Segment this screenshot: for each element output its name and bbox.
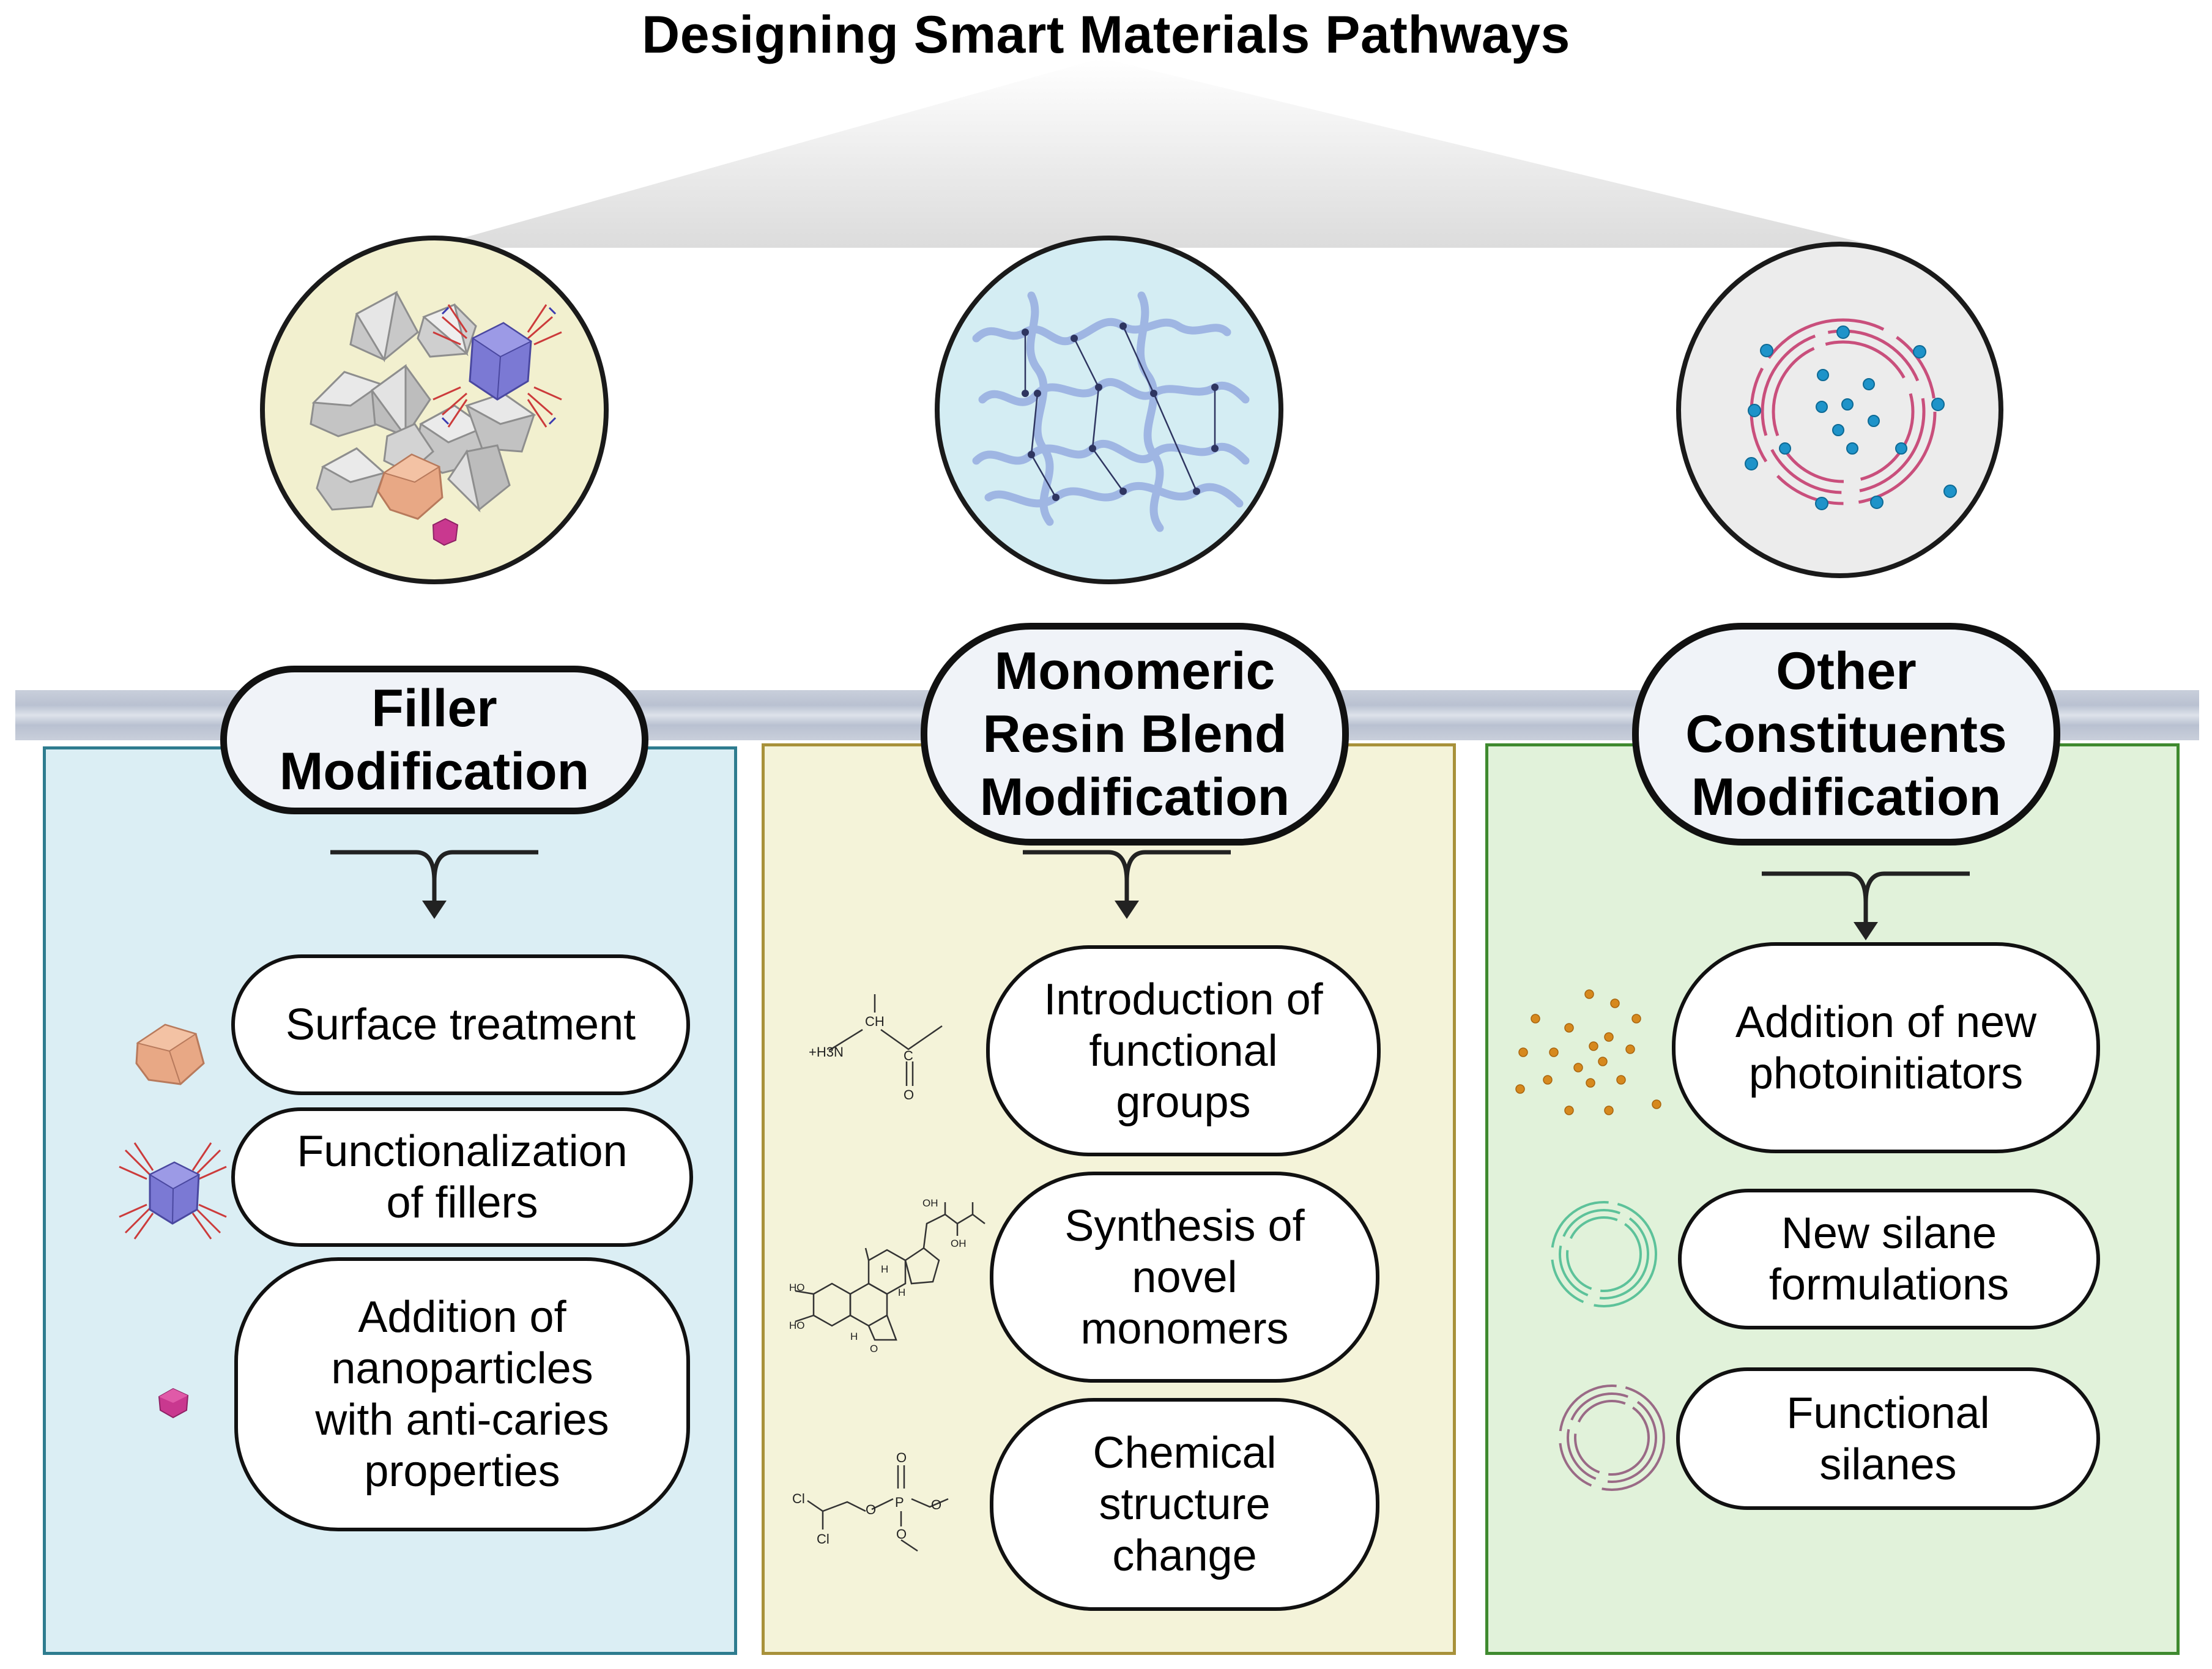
pill-chemical-structure-change: Chemical structure change xyxy=(990,1398,1379,1611)
purple-silane-ring-icon xyxy=(1559,1385,1665,1491)
chem-label: HO xyxy=(789,1282,805,1293)
pill-addition-of-nanoparticles: Addition of nanoparticles with anti-cari… xyxy=(234,1257,690,1531)
pill-functionalization-of-fillers: Functionalization of fillers xyxy=(231,1107,693,1247)
chem-label: HO xyxy=(789,1320,805,1331)
chem-label: O xyxy=(896,1450,907,1465)
chem-label: P xyxy=(895,1495,904,1510)
title-fan xyxy=(428,58,1884,248)
photoinitiator-dots-icon xyxy=(1515,989,1661,1115)
liposome-particles-icon xyxy=(1745,318,1957,510)
filler-particles-icon xyxy=(310,291,562,546)
pill-new-silane-formulations: New silane formulations xyxy=(1678,1189,2100,1329)
phosphate-structure-icon: Cl Cl O P O O O xyxy=(792,1450,949,1552)
header-filler-modification: Filler Modification xyxy=(220,666,648,814)
chem-label: CH xyxy=(865,1014,885,1029)
header-other-constituents: Other Constituents Modification xyxy=(1632,623,2060,846)
chem-label: O xyxy=(931,1497,941,1512)
bracket-arrow-resin xyxy=(1023,850,1231,919)
chem-label: Cl xyxy=(792,1491,805,1506)
chem-label: H xyxy=(898,1287,905,1298)
bracket-arrow-other xyxy=(1762,871,1970,940)
chem-label: C xyxy=(904,1048,913,1063)
green-silane-ring-icon xyxy=(1551,1201,1657,1307)
other-circle xyxy=(1676,242,2003,578)
polymer-network-icon xyxy=(972,291,1250,532)
chem-label: O xyxy=(866,1502,876,1517)
chem-label: O xyxy=(896,1526,907,1542)
resin-circle xyxy=(935,236,1283,584)
chem-label: H xyxy=(881,1263,888,1275)
chem-label: O xyxy=(904,1087,914,1102)
diagram-title: Designing Smart Materials Pathways xyxy=(642,6,1570,64)
pill-surface-treatment: Surface treatment xyxy=(231,954,690,1095)
chem-label: OH xyxy=(951,1238,967,1249)
pill-introduction-of-functional-groups: Introduction of functional groups xyxy=(986,945,1381,1156)
chem-label: OH xyxy=(922,1197,938,1209)
pill-addition-of-new-photoinitiators: Addition of new photoinitiators xyxy=(1672,942,2100,1153)
chem-label: H xyxy=(850,1331,858,1342)
pill-functional-silanes: Functional silanes xyxy=(1676,1367,2100,1510)
bracket-arrow-filler xyxy=(330,850,538,919)
filler-circle xyxy=(260,236,609,584)
pill-synthesis-of-novel-monomers: Synthesis of novel monomers xyxy=(990,1172,1379,1383)
steroid-structure-icon: OH OH HO HO H H H O xyxy=(789,1197,985,1355)
header-monomeric-resin-blend: Monomeric Resin Blend Modification xyxy=(921,623,1349,846)
chem-label: +H3N xyxy=(809,1044,844,1060)
amino-acid-structure-icon: +H3N CH C O xyxy=(809,994,943,1102)
chem-label: O xyxy=(870,1343,878,1355)
functionalized-particle-icon xyxy=(119,1142,227,1240)
chem-label: Cl xyxy=(817,1531,830,1547)
pink-nanoparticle-icon xyxy=(158,1388,189,1419)
peach-particle-icon xyxy=(135,1024,205,1085)
